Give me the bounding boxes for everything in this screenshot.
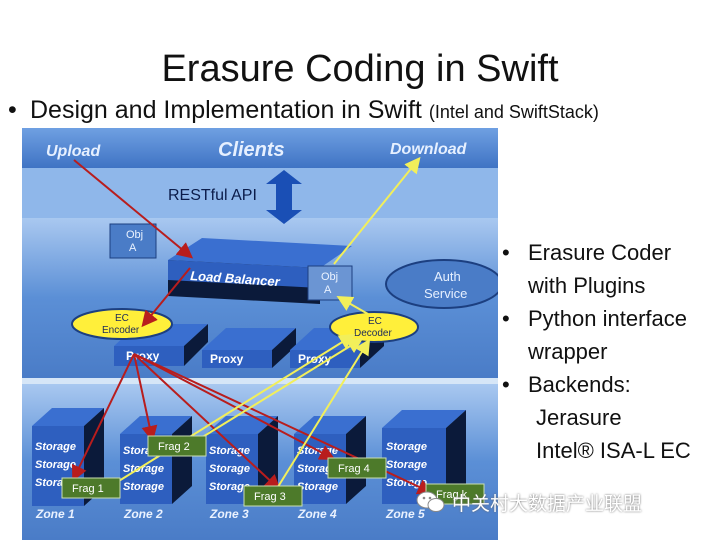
bullet-dot: •	[8, 96, 17, 124]
ec-encoder-line1: EC	[115, 313, 129, 324]
wechat-icon	[416, 491, 445, 512]
auth-service-ellipse	[385, 259, 498, 309]
proxy-2-side	[272, 328, 296, 368]
storage-5-top	[382, 410, 466, 428]
watermark: 中关村大数据产业联盟	[416, 486, 642, 518]
to-frag2-arrow	[133, 353, 158, 442]
proxy-2-top	[202, 328, 296, 350]
side-bullet-2: • Python interface wrapper	[500, 302, 720, 368]
restful-api-arrow	[266, 170, 302, 224]
storage-2-label-c: Storage	[123, 481, 164, 493]
bullet-dot: •	[502, 306, 510, 331]
zone-1-label: Zone 1	[35, 507, 75, 521]
side-bullets: • Erasure Coder with Plugins • Python in…	[500, 236, 720, 467]
side-bullet-1-line2: with Plugins	[528, 273, 646, 298]
side-bullet-1: • Erasure Coder with Plugins	[500, 236, 720, 302]
frag-1-label: Frag 1	[72, 483, 104, 495]
to-frag4-arrow	[133, 353, 336, 460]
side-bullet-2-line1: Python interface	[528, 306, 687, 331]
zone-5-label: Zone 5	[385, 507, 425, 521]
backend-jerasure: Jerasure	[536, 405, 622, 430]
zone-2-label: Zone 2	[123, 507, 163, 521]
frag1-to-decoder-arrow	[113, 333, 356, 485]
main-bullet-note: (Intel and SwiftStack)	[428, 102, 599, 122]
slide-title: Erasure Coding in Swift	[161, 48, 559, 90]
frag2-to-decoder-arrow	[187, 337, 364, 447]
download-label: Download	[390, 141, 468, 158]
zone-4-label: Zone 4	[297, 507, 337, 521]
storage-node-2: Storage Storage Storage	[120, 416, 192, 504]
storage-5-side	[446, 410, 466, 504]
storage-5-label-a: Storage	[386, 441, 427, 453]
proxy-1-side	[184, 324, 208, 366]
zone-3-label: Zone 3	[209, 507, 249, 521]
obj-a-upload-line1: Obj	[126, 229, 143, 241]
auth-service-line1: Auth	[434, 269, 461, 284]
frag-k-label: Frag k	[436, 489, 468, 501]
obj-a-download-line1: Obj	[321, 271, 338, 283]
backend-isal: Intel® ISA-L EC	[536, 438, 691, 463]
storage-1-top	[32, 408, 104, 426]
side-bullet-3-line1: Backends:	[528, 372, 631, 397]
ec-encoder-line2: Encoder	[102, 325, 140, 336]
storage-3-label-b: Storage	[209, 463, 250, 475]
auth-service-line2: Service	[424, 286, 467, 301]
frag-2-label: Frag 2	[158, 441, 190, 453]
download-arrow	[333, 156, 421, 265]
main-bullet-text: Design and Implementation in Swift	[30, 96, 422, 124]
side-bullet-3: • Backends:	[500, 368, 720, 401]
to-frag3-arrow	[133, 353, 281, 491]
storage-4-label-c: Storage	[297, 481, 338, 493]
upload-label: Upload	[46, 143, 101, 160]
frag-3-label: Frag 3	[254, 491, 286, 503]
obj-a-download-box	[307, 265, 353, 301]
frag3-to-decoder-arrow	[275, 338, 371, 491]
decoder-to-obj-arrow	[336, 296, 369, 315]
obj-a-upload-line2: A	[129, 242, 137, 254]
lb-to-encoder-arrow	[141, 267, 191, 328]
main-bullet: • Design and Implementation in Swift (Int…	[8, 96, 599, 125]
frag-3-box	[243, 485, 303, 507]
storage-5-label-b: Storage	[386, 459, 427, 471]
load-balancer-face	[168, 260, 320, 288]
side-bullet-1-line1: Erasure Coder	[528, 240, 672, 265]
proxy-2-face	[202, 350, 272, 368]
frag-4-label: Frag 4	[338, 463, 370, 475]
bullet-dot: •	[502, 240, 510, 265]
storage-4-top	[294, 416, 366, 434]
ec-decoder-line2: Decoder	[354, 328, 392, 339]
storage-3-label-a: Storage	[209, 445, 250, 457]
storage-3-label-c: Storage	[209, 481, 250, 493]
swift-ec-diagram: Upload Clients Download RESTful API Load…	[22, 128, 498, 540]
api-band	[22, 168, 498, 218]
band-divider	[22, 378, 498, 384]
storage-1-label-b: Storage	[35, 459, 76, 471]
load-balancer-label: Load Balancer	[190, 268, 281, 289]
proxy-2-label: Proxy	[210, 352, 244, 366]
frag-2-box	[147, 435, 207, 457]
ec-decoder-line1: EC	[368, 316, 382, 327]
frag-4-box	[327, 457, 387, 479]
frag-1-box	[61, 477, 121, 499]
upload-arrow	[73, 159, 194, 259]
storage-1-label-a: Storage	[35, 441, 76, 453]
watermark-text: 中关村大数据产业联盟	[452, 493, 643, 515]
to-frag1-arrow	[72, 353, 135, 482]
restful-api-label: RESTful API	[168, 187, 257, 204]
load-balancer-top	[168, 238, 352, 268]
side-bullet-2-line2: wrapper	[528, 339, 608, 364]
obj-a-download-line2: A	[324, 284, 332, 296]
clients-label: Clients	[218, 139, 285, 161]
obj-a-upload-box	[109, 223, 157, 259]
bullet-dot: •	[502, 372, 510, 397]
